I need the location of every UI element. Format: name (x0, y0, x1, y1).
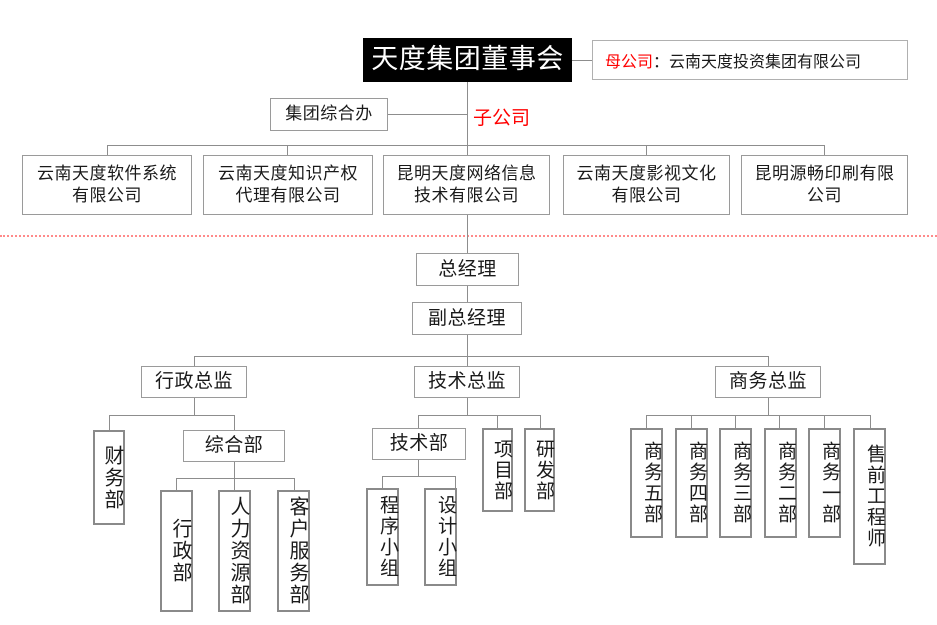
node-business-unit-5[interactable]: 商务五部 (630, 428, 663, 538)
connector-admin-to-general-affairs (234, 415, 235, 430)
node-tech-director[interactable]: 技术总监 (414, 366, 520, 398)
connector-board-to-parent (572, 60, 592, 61)
connector-director-drop-3 (768, 356, 769, 366)
connector-sub-drop-3 (467, 145, 468, 155)
section-divider (0, 235, 937, 237)
connector-tech-bus (418, 415, 540, 416)
connector-sub-drop-1 (107, 145, 108, 155)
connector-admin-bus (109, 415, 234, 416)
node-general-manager[interactable]: 总经理 (416, 253, 519, 286)
node-design-team[interactable]: 设计小组 (424, 488, 457, 586)
connector-ga-drop-3 (294, 478, 295, 490)
parent-company-name: 云南天度投资集团有限公司 (669, 52, 862, 71)
node-customer-service-dept[interactable]: 客户服务部 (277, 490, 310, 612)
connector-tech-drop-2 (497, 415, 498, 428)
node-board-of-directors[interactable]: 天度集团董事会 (363, 38, 572, 82)
connector-director-drop-1 (194, 356, 195, 366)
connector-director-bus (194, 356, 768, 357)
connector-group-office-to-trunk (388, 114, 467, 115)
connector-business-drop-4 (779, 415, 780, 428)
connector-deputy-drop (467, 335, 468, 356)
connector-ga-drop-1 (176, 478, 177, 490)
node-finance-dept[interactable]: 财务部 (93, 430, 125, 525)
connector-director-drop-2 (467, 356, 468, 366)
parent-company-separator: ： (653, 52, 670, 71)
connector-admin-drop (194, 398, 195, 415)
node-group-office[interactable]: 集团综合办 (270, 98, 388, 131)
connector-admin-to-finance (109, 415, 110, 430)
connector-divider-trunk (467, 215, 468, 253)
connector-business-drop-6 (870, 415, 871, 428)
node-business-unit-3[interactable]: 商务三部 (719, 428, 752, 538)
connector-tech-drop-1 (418, 415, 419, 428)
node-subsidiary-2[interactable]: 云南天度知识产权代理有限公司 (203, 155, 373, 215)
node-business-unit-4[interactable]: 商务四部 (675, 428, 708, 538)
node-business-unit-1[interactable]: 商务一部 (808, 428, 841, 538)
node-administration-dept[interactable]: 行政部 (160, 490, 193, 612)
connector-ga-drop (234, 462, 235, 478)
connector-business-bus (646, 415, 870, 416)
connector-sub-drop-2 (287, 145, 288, 155)
node-deputy-general-manager[interactable]: 副总经理 (412, 302, 522, 335)
connector-business-drop-1 (646, 415, 647, 428)
parent-company-label: 母公司 (605, 52, 654, 71)
node-programming-team[interactable]: 程序小组 (366, 488, 399, 586)
node-subsidiary-4[interactable]: 云南天度影视文化有限公司 (563, 155, 730, 215)
connector-subsidiary-bus (107, 145, 824, 146)
connector-board-trunk (467, 82, 468, 145)
connector-sub-drop-5 (824, 145, 825, 155)
node-project-dept[interactable]: 项目部 (482, 428, 513, 512)
node-subsidiary-3[interactable]: 昆明天度网络信息技术有限公司 (383, 155, 550, 215)
node-rnd-dept[interactable]: 研发部 (524, 428, 555, 512)
connector-business-drop (768, 398, 769, 415)
connector-ga-drop-2 (234, 478, 235, 490)
node-subsidiary-5[interactable]: 昆明源畅印刷有限公司 (741, 155, 908, 215)
node-subsidiary-1[interactable]: 云南天度软件系统有限公司 (22, 155, 192, 215)
connector-tech-drop (467, 398, 468, 415)
node-admin-director[interactable]: 行政总监 (141, 366, 247, 398)
connector-techdept-drop-2 (455, 476, 456, 488)
connector-tech-drop-3 (540, 415, 541, 428)
subsidiary-label: 子公司 (473, 107, 531, 129)
node-business-director[interactable]: 商务总监 (715, 366, 821, 398)
connector-business-drop-2 (691, 415, 692, 428)
connector-techdept-drop-1 (382, 476, 383, 488)
node-presales-engineer[interactable]: 售前工程师 (853, 428, 886, 565)
connector-ga-bus (176, 478, 294, 479)
node-hr-dept[interactable]: 人力资源部 (218, 490, 251, 612)
connector-business-drop-5 (824, 415, 825, 428)
node-general-affairs-dept[interactable]: 综合部 (183, 430, 285, 462)
connector-business-drop-3 (735, 415, 736, 428)
node-tech-dept[interactable]: 技术部 (372, 428, 466, 460)
connector-sub-drop-4 (646, 145, 647, 155)
node-business-unit-2[interactable]: 商务二部 (764, 428, 797, 538)
parent-company-note: 母公司：云南天度投资集团有限公司 (592, 40, 908, 80)
connector-gm-to-deputy (467, 286, 468, 302)
connector-techdept-bus (382, 476, 455, 477)
connector-techdept-drop (418, 460, 419, 476)
